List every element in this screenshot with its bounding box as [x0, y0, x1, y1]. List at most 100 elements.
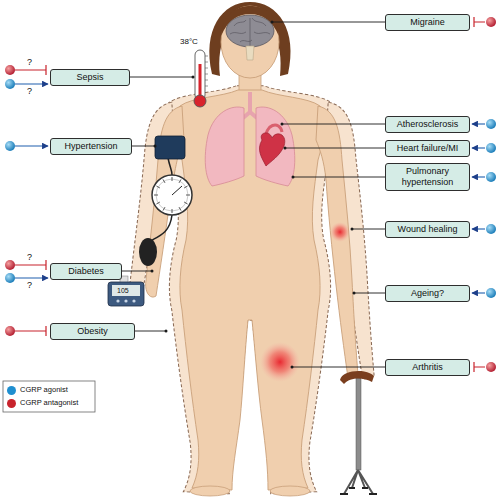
glucose-meter [108, 276, 144, 306]
box-label: Pulmonary hypertension [389, 166, 466, 188]
brain [246, 46, 254, 60]
leader-line [272, 22, 385, 23]
agonist-arrow [15, 277, 48, 278]
leader-line [122, 271, 152, 272]
legend-swatch [7, 386, 16, 395]
leader-dot [192, 76, 195, 79]
body-figure [146, 90, 358, 490]
leader-dot [281, 123, 284, 126]
legend-swatch [7, 399, 16, 408]
legend-frame [3, 381, 95, 412]
agonist-dot [486, 119, 496, 129]
leader-line [130, 77, 193, 78]
leader-line [135, 331, 166, 332]
box-label: Atherosclerosis [389, 119, 466, 130]
agonist-dot [486, 172, 496, 182]
blood-pressure-monitor [179, 207, 181, 210]
lungs [243, 92, 257, 118]
leader-dot [351, 228, 354, 231]
blood-pressure-monitor [172, 209, 173, 213]
temperature-label: 38°C [180, 38, 198, 46]
disease-box: Heart failure/MI [385, 140, 470, 157]
antagonist-dot [5, 260, 15, 270]
antagonist-inhibition [15, 17, 485, 372]
agonist-arrow [472, 123, 485, 124]
walking-cane [340, 488, 377, 494]
walking-cane [340, 371, 377, 494]
agonist-arrow [472, 147, 485, 148]
blood-pressure-monitor [154, 195, 158, 196]
box-label: Wound healing [389, 224, 466, 235]
box-label: Sepsis [54, 72, 126, 83]
brain [230, 18, 270, 46]
knee-glow [260, 342, 300, 382]
box-label: Arthritis [389, 362, 466, 373]
leader-dot [151, 270, 154, 273]
blood-pressure-monitor [184, 202, 187, 204]
leader-dot [271, 21, 274, 24]
agonist-dot [486, 143, 496, 153]
disease-box: Pulmonary hypertension [385, 163, 470, 191]
disease-box: Atherosclerosis [385, 116, 470, 133]
box-label: Ageing? [389, 288, 466, 299]
leader-dot [154, 145, 157, 148]
agonist-arrow [472, 176, 485, 177]
leader-line [132, 146, 155, 147]
antagonist-inhibition [474, 362, 485, 372]
blood-pressure-monitor [186, 195, 190, 196]
antagonist-dot [5, 65, 15, 75]
glucose-meter [112, 285, 140, 296]
glucose-meter [116, 299, 119, 302]
blood-pressure-monitor [172, 186, 182, 195]
leader-dot [284, 147, 287, 150]
brain [226, 15, 274, 60]
heart [259, 133, 284, 166]
blood-pressure-monitor [156, 186, 159, 188]
agonist-dot [5, 79, 496, 298]
disease-box: Migraine [385, 14, 470, 31]
question-mark: ? [27, 253, 32, 262]
blood-pressure-monitor [156, 179, 188, 211]
leader-line [282, 124, 385, 125]
blood-pressure-monitor [156, 202, 159, 204]
agonist-dot [486, 224, 496, 234]
thermometer [205, 56, 208, 86]
blood-pressure-monitor [155, 136, 185, 159]
foot [270, 486, 310, 496]
agonist-dot [5, 79, 15, 89]
blood-pressure-monitor [179, 179, 181, 182]
antagonist-dot [5, 326, 15, 336]
brain [226, 15, 274, 47]
leader-dot [165, 330, 168, 333]
walking-cane [344, 470, 373, 494]
glucose-meter [132, 299, 135, 302]
agonist-arrow [15, 84, 485, 293]
leader-dot [353, 292, 356, 295]
leader-dot [151, 21, 356, 369]
antagonist-dot [486, 17, 496, 27]
leader-dot [291, 366, 294, 369]
thermometer [194, 50, 208, 107]
antagonist-dot [486, 362, 496, 372]
head [221, 6, 279, 78]
leader-line [293, 177, 385, 178]
thermometer [194, 95, 206, 107]
blood-pressure-monitor [184, 186, 187, 188]
leader-line [354, 293, 385, 294]
agonist-arrow [472, 228, 485, 229]
box-label: Obesity [54, 326, 131, 337]
question-mark: ? [27, 58, 32, 67]
agonist-dot [5, 273, 15, 283]
disease-box: Ageing? [385, 285, 470, 302]
disease-box: Arthritis [385, 359, 470, 376]
leader-line [122, 22, 385, 367]
disease-box: Obesity [50, 323, 135, 340]
thermometer [195, 50, 205, 100]
antagonist-inhibition [15, 326, 46, 336]
antagonist-inhibition [474, 17, 485, 27]
agonist-arrow [15, 83, 48, 84]
obesity-outline [130, 86, 374, 494]
disease-box: Sepsis [50, 69, 130, 86]
